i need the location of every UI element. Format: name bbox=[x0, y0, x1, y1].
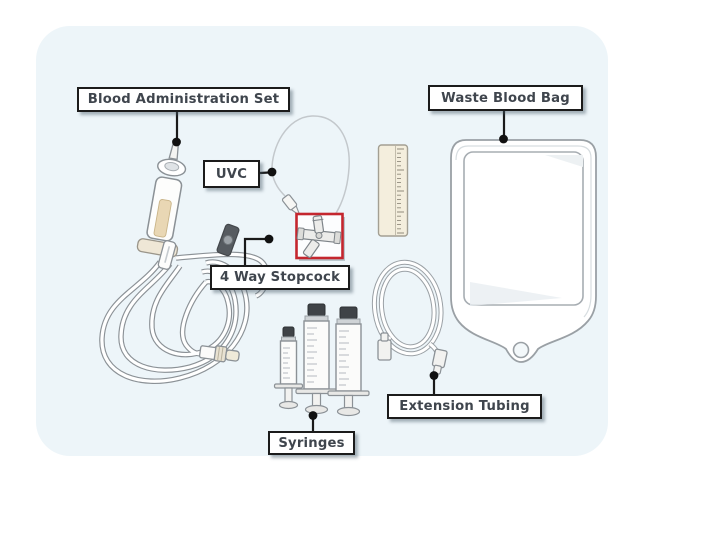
callout-connectors bbox=[172, 111, 508, 431]
label-extension-tubing: Extension Tubing bbox=[387, 394, 542, 419]
callout-dot-syringes bbox=[308, 411, 318, 420]
syringe-small bbox=[273, 326, 304, 410]
label-blood-administration-set: Blood Administration Set bbox=[77, 87, 290, 112]
callout-dot-uvc bbox=[267, 167, 277, 177]
end-connector bbox=[198, 345, 240, 363]
label-uvc: UVC bbox=[203, 160, 260, 188]
callout-line-uvc bbox=[259, 171, 270, 175]
callout-dot-blood-administration-set bbox=[172, 137, 181, 147]
roller-clamp bbox=[216, 223, 240, 257]
callout-dot-four-way-stopcock bbox=[264, 234, 274, 244]
extension-tubing-illustration bbox=[371, 259, 448, 375]
callout-dot-extension-tubing bbox=[429, 371, 439, 380]
callout-dot-waste-blood-bag bbox=[499, 134, 508, 144]
label-waste-blood-bag: Waste Blood Bag bbox=[428, 85, 583, 111]
label-syringes: Syringes bbox=[268, 431, 355, 455]
callout-line-four-way-stopcock bbox=[243, 237, 266, 266]
ruler-illustration bbox=[377, 144, 409, 237]
label-four-way-stopcock: 4 Way Stopcock bbox=[210, 265, 350, 290]
syringe-medium bbox=[295, 303, 338, 415]
drip-chamber bbox=[136, 141, 187, 258]
four-way-stopcock-illustration bbox=[296, 215, 342, 258]
slide-clamp bbox=[157, 240, 177, 270]
syringes-illustration bbox=[273, 303, 370, 417]
waste-blood-bag-illustration bbox=[450, 139, 597, 363]
syringe-large bbox=[327, 306, 370, 417]
